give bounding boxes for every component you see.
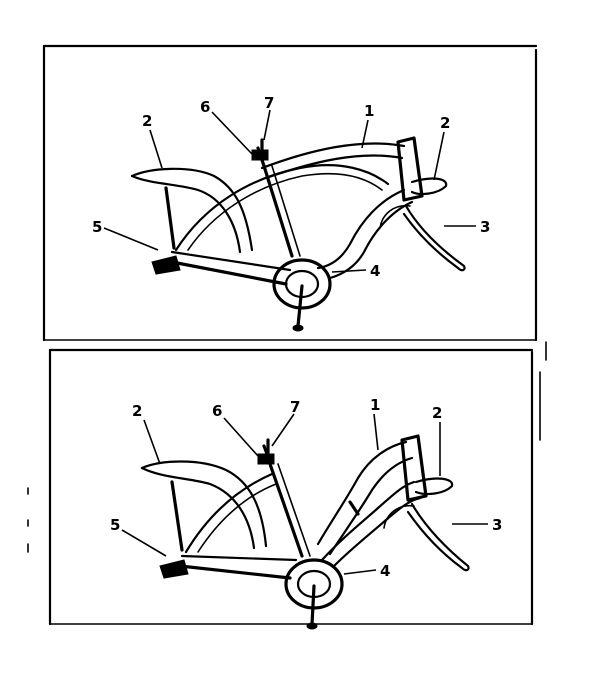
lower-rear-stay <box>170 480 184 552</box>
upper-leader-2-right <box>433 131 445 181</box>
lower-leader-6 <box>223 417 259 457</box>
upper-leader-6 <box>211 111 253 155</box>
lower-crank-arm <box>310 584 316 626</box>
upper-down-tube-lower <box>328 200 414 280</box>
lower-leader-5 <box>121 529 167 557</box>
upper-down-tube-upper <box>316 188 406 270</box>
upper-head-tube <box>396 136 424 202</box>
upper-callout-7: 7 <box>264 94 274 112</box>
lower-frame-drawing <box>140 434 470 630</box>
upper-front-fender-top <box>410 177 448 196</box>
lower-front-fender <box>406 502 470 572</box>
lower-step-tube-upper-edge <box>328 456 414 556</box>
lower-seat-tube-edge <box>277 463 311 557</box>
lower-seat-tube <box>268 462 304 558</box>
lower-head-tube <box>400 434 428 502</box>
upper-rear-dropout <box>151 255 181 275</box>
lower-callout-2-left: 2 <box>132 402 142 420</box>
upper-leader-4 <box>331 269 367 273</box>
lower-callouts: 1 2 2 3 4 5 6 7 <box>110 396 502 580</box>
lower-leader-1 <box>373 413 379 451</box>
upper-callout-3: 3 <box>480 218 490 236</box>
upper-front-fender-arc <box>379 204 411 229</box>
upper-crank-arm <box>296 284 304 328</box>
upper-chainring <box>272 258 332 310</box>
lower-seat-clamp <box>257 453 275 465</box>
lower-panel: 1 2 2 3 4 5 6 7 <box>48 348 534 630</box>
lower-arc-tube-outer <box>184 472 274 554</box>
lower-leader-7 <box>271 413 295 447</box>
lower-callout-1: 1 <box>370 396 380 414</box>
lower-step-tube-upper <box>316 440 408 546</box>
lower-leader-4 <box>343 569 377 575</box>
lower-callout-4: 4 <box>380 562 390 580</box>
upper-callout-2-right: 2 <box>440 114 450 132</box>
lower-rear-dropout <box>159 559 189 579</box>
lower-callout-5: 5 <box>110 516 120 534</box>
lower-callout-7: 7 <box>290 398 300 416</box>
lower-callout-3: 3 <box>492 516 502 534</box>
upper-seat-tube <box>262 164 294 258</box>
upper-crank-end <box>292 324 304 332</box>
upper-callout-6: 6 <box>200 98 210 116</box>
upper-seat-tube-edge <box>271 165 301 257</box>
lower-rear-fender <box>140 460 268 548</box>
lower-callout-2-right: 2 <box>432 404 442 422</box>
upper-leader-7 <box>263 109 271 141</box>
upper-top-tube <box>260 142 406 170</box>
upper-rear-fender <box>130 167 254 252</box>
lower-front-fender-arc <box>383 504 415 529</box>
lower-chain-stay-top <box>180 554 298 562</box>
upper-frame-drawing <box>130 136 466 332</box>
upper-callout-4: 4 <box>370 262 380 280</box>
upper-leader-5 <box>103 227 159 251</box>
upper-rear-fender-inner <box>130 174 242 254</box>
lower-chain-stay-bottom <box>178 564 292 580</box>
lower-callout-6: 6 <box>212 402 222 420</box>
lower-step-tube-brace <box>348 500 360 516</box>
upper-front-fender <box>402 204 466 272</box>
upper-leader-1 <box>361 119 369 149</box>
upper-top-tube-lower <box>264 154 404 180</box>
upper-callout-5: 5 <box>92 218 102 236</box>
upper-arc-tube-inner <box>187 172 383 251</box>
upper-leader-2-left <box>149 129 163 169</box>
lower-arc-tube-inner <box>197 483 277 553</box>
lower-step-tube-lower <box>320 480 416 562</box>
lower-front-fender-top <box>414 477 454 496</box>
upper-panel: 1 2 2 3 4 5 6 7 <box>42 44 538 342</box>
upper-chain-stay-bottom <box>170 260 288 286</box>
upper-rear-stay <box>164 186 176 250</box>
upper-chain-stay-top <box>170 250 292 272</box>
upper-callout-2-left: 2 <box>142 112 152 130</box>
lower-leader-2-left <box>143 419 161 465</box>
upper-callouts: 1 2 2 3 4 5 6 7 <box>92 94 490 280</box>
lower-rear-fender-inner <box>140 466 256 550</box>
upper-seat-clamp <box>251 149 269 161</box>
lower-crank-end <box>306 622 318 630</box>
upper-callout-1: 1 <box>364 102 374 120</box>
